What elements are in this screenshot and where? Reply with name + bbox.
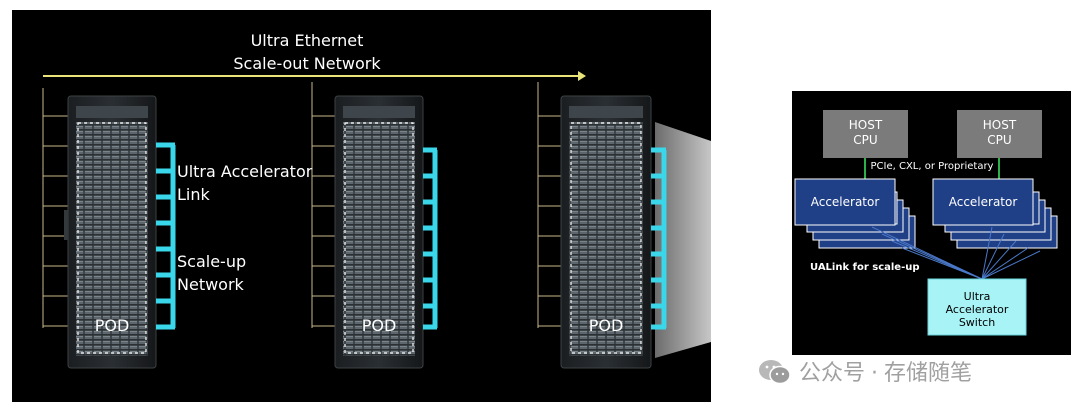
pod-label-1: POD: [94, 316, 130, 335]
scale-out-arrowhead: [578, 71, 586, 81]
scaleup-label-line2: Network: [177, 275, 244, 294]
watermark: 公众号·存储随笔: [758, 358, 1058, 388]
watermark-name: 存储随笔: [884, 361, 973, 386]
watermark-prefix: 公众号: [799, 361, 866, 386]
host-cpu-box-1: [823, 110, 908, 158]
host-cpu-1-line1: HOST: [848, 118, 883, 132]
detail-diagram-svg: [794, 110, 1058, 336]
pod-2: [311, 82, 438, 369]
watermark-separator: ·: [871, 361, 879, 386]
ualink-scaleup-label: UALink for scale-up: [810, 262, 920, 273]
scaleup-label-line1: Scale-up: [177, 252, 247, 271]
switch-label-line3: Switch: [958, 316, 996, 329]
ultra-accelerator-switch-box: [927, 278, 1027, 336]
accelerator-label-2: Accelerator: [948, 195, 1018, 209]
wechat-icon: [759, 360, 791, 385]
uplink-lines-2: [311, 82, 335, 328]
switch-label-line1: Ultra: [963, 290, 991, 303]
scale-up-bracket-2: [423, 147, 438, 330]
scale-out-title-line1: Ultra Ethernet: [250, 31, 364, 50]
pod-boundary-2: [344, 122, 414, 354]
ualink-fan-lines: [871, 226, 1041, 280]
ualink-label-line2: Link: [177, 185, 210, 204]
host-cpu-2-line2: CPU: [987, 133, 1012, 147]
pod-3: [537, 82, 667, 369]
host-cpu-1-line2: CPU: [853, 133, 878, 147]
accelerator-label-1: Accelerator: [810, 195, 880, 209]
pod-label-3: POD: [588, 316, 624, 335]
pod-diagram-svg: [42, 71, 711, 369]
zoom-wedge: [655, 122, 711, 358]
scale-up-bracket-3: [651, 147, 667, 330]
switch-label-line2: Accelerator: [945, 303, 1009, 316]
accelerator-stack-2: [932, 178, 1058, 249]
accelerator-stack-1: [794, 178, 916, 249]
uplink-lines-1: [42, 88, 68, 328]
interconnect-label: PCIe, CXL, or Proprietary: [870, 161, 994, 172]
pod-boundary-1: [77, 122, 147, 354]
pod-diagram-panel: Ultra Ethernet Scale-out Network Ultra A…: [12, 10, 711, 402]
scale-up-bracket-1: [156, 142, 176, 330]
pod-label-2: POD: [361, 316, 397, 335]
host-cpu-box-2: [957, 110, 1042, 158]
uplink-lines-3: [537, 82, 561, 328]
scale-out-title-line2: Scale-out Network: [233, 54, 381, 73]
ualink-label-line1: Ultra Accelerator: [177, 162, 313, 181]
ualink-detail-panel: HOST CPU HOST CPU PCIe, CXL, or Propriet…: [792, 91, 1071, 355]
host-cpu-2-line1: HOST: [982, 118, 1017, 132]
pod-1: [42, 88, 176, 369]
